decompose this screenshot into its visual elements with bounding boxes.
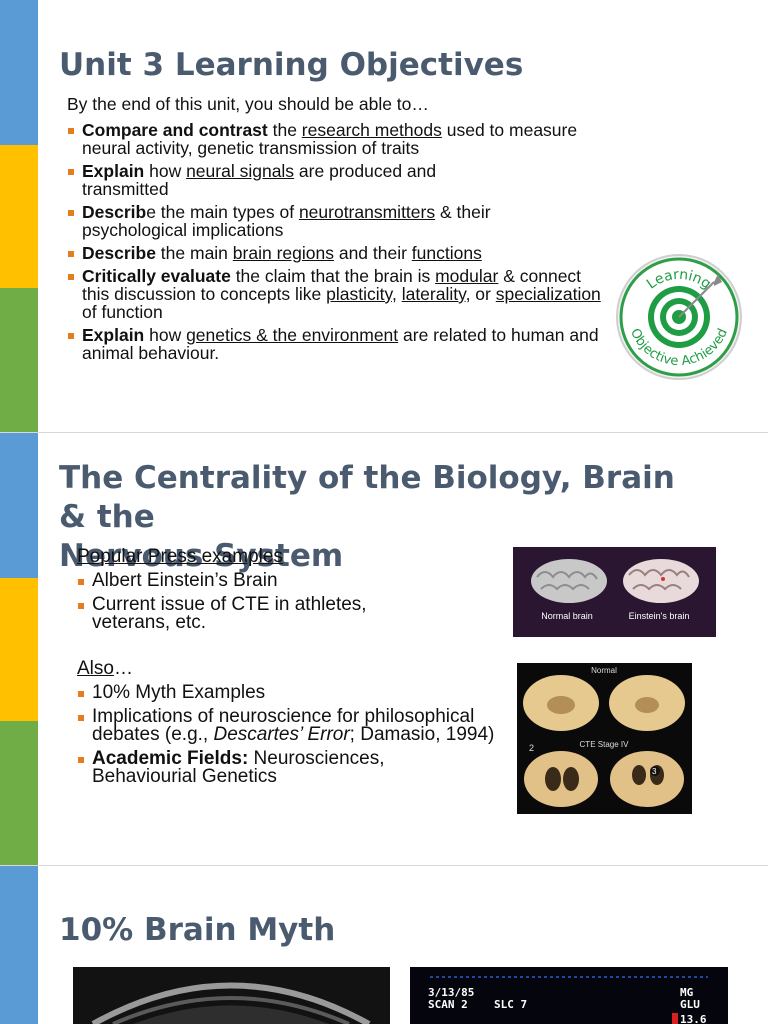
scan-glu: GLU [680,998,700,1011]
slide3-title: 10% Brain Myth [59,912,336,948]
slide-divider-2 [0,865,768,866]
also-list: 10% Myth Examples Implications of neuros… [77,683,497,792]
scan-mg: MG [680,986,694,999]
brain-label-einstein: Einstein's brain [629,611,690,621]
list-item: Implications of neuroscience for philoso… [77,707,507,744]
cte-num-3: 3 [652,767,657,776]
popular-press-heading: Popular Press examples [77,546,283,567]
slide1-title: Unit 3 Learning Objectives [59,47,524,83]
objective-item: Critically evaluate the claim that the b… [67,267,612,321]
stripe-blue-3 [0,866,38,1024]
brain-label-normal: Normal brain [541,611,593,621]
list-item: Albert Einstein’s Brain [77,571,437,590]
cte-num-2: 2 [529,743,534,753]
objective-item: Describe the main brain regions and thei… [67,244,607,262]
objective-item: Explain how genetics & the environment a… [67,326,607,362]
scan-value: 13.6 [680,1013,707,1024]
einstein-brain-image: Normal brain Einstein's brain [513,547,716,637]
cte-brain-image: Normal CTE Stage IV 2 3 [517,663,692,814]
list-item: 10% Myth Examples [77,683,497,702]
stripe-green-2 [0,721,38,865]
mri-scan-image [73,967,390,1024]
cte-label-normal: Normal [591,666,617,675]
cte-label-stage: CTE Stage IV [580,740,630,749]
scan-date: 3/13/85 [428,986,474,999]
stripe-blue-2 [0,433,38,578]
stripe-yellow-1 [0,145,38,288]
slide-divider-1 [0,432,768,433]
pet-scan-image: 3/13/85 SCAN 2 SLC 7 MG GLU 13.6 [410,967,728,1024]
learning-objective-badge: Learning Objective Achieved [616,254,742,380]
objective-item: Compare and contrast the research method… [67,121,607,157]
scan-number: SCAN 2 [428,998,468,1011]
popular-press-list: Albert Einstein’s Brain Current issue of… [77,571,437,638]
stripe-yellow-2 [0,578,38,721]
stripe-green-1 [0,288,38,432]
scan-slice: SLC 7 [494,998,527,1011]
slide1-intro: By the end of this unit, you should be a… [67,94,429,114]
slide2-title: The Centrality of the Biology, Brain & t… [59,460,675,574]
list-item: Current issue of CTE in athletes, vetera… [77,595,422,632]
objective-item: Describe the main types of neurotransmit… [67,203,572,239]
stripe-blue-1 [0,0,38,145]
also-heading: Also… [77,658,133,679]
left-color-stripe [0,0,38,1024]
list-item: Academic Fields: Neurosciences, Behaviou… [77,749,452,786]
objectives-list: Compare and contrast the research method… [67,121,607,367]
objective-item: Explain how neural signals are produced … [67,162,512,198]
